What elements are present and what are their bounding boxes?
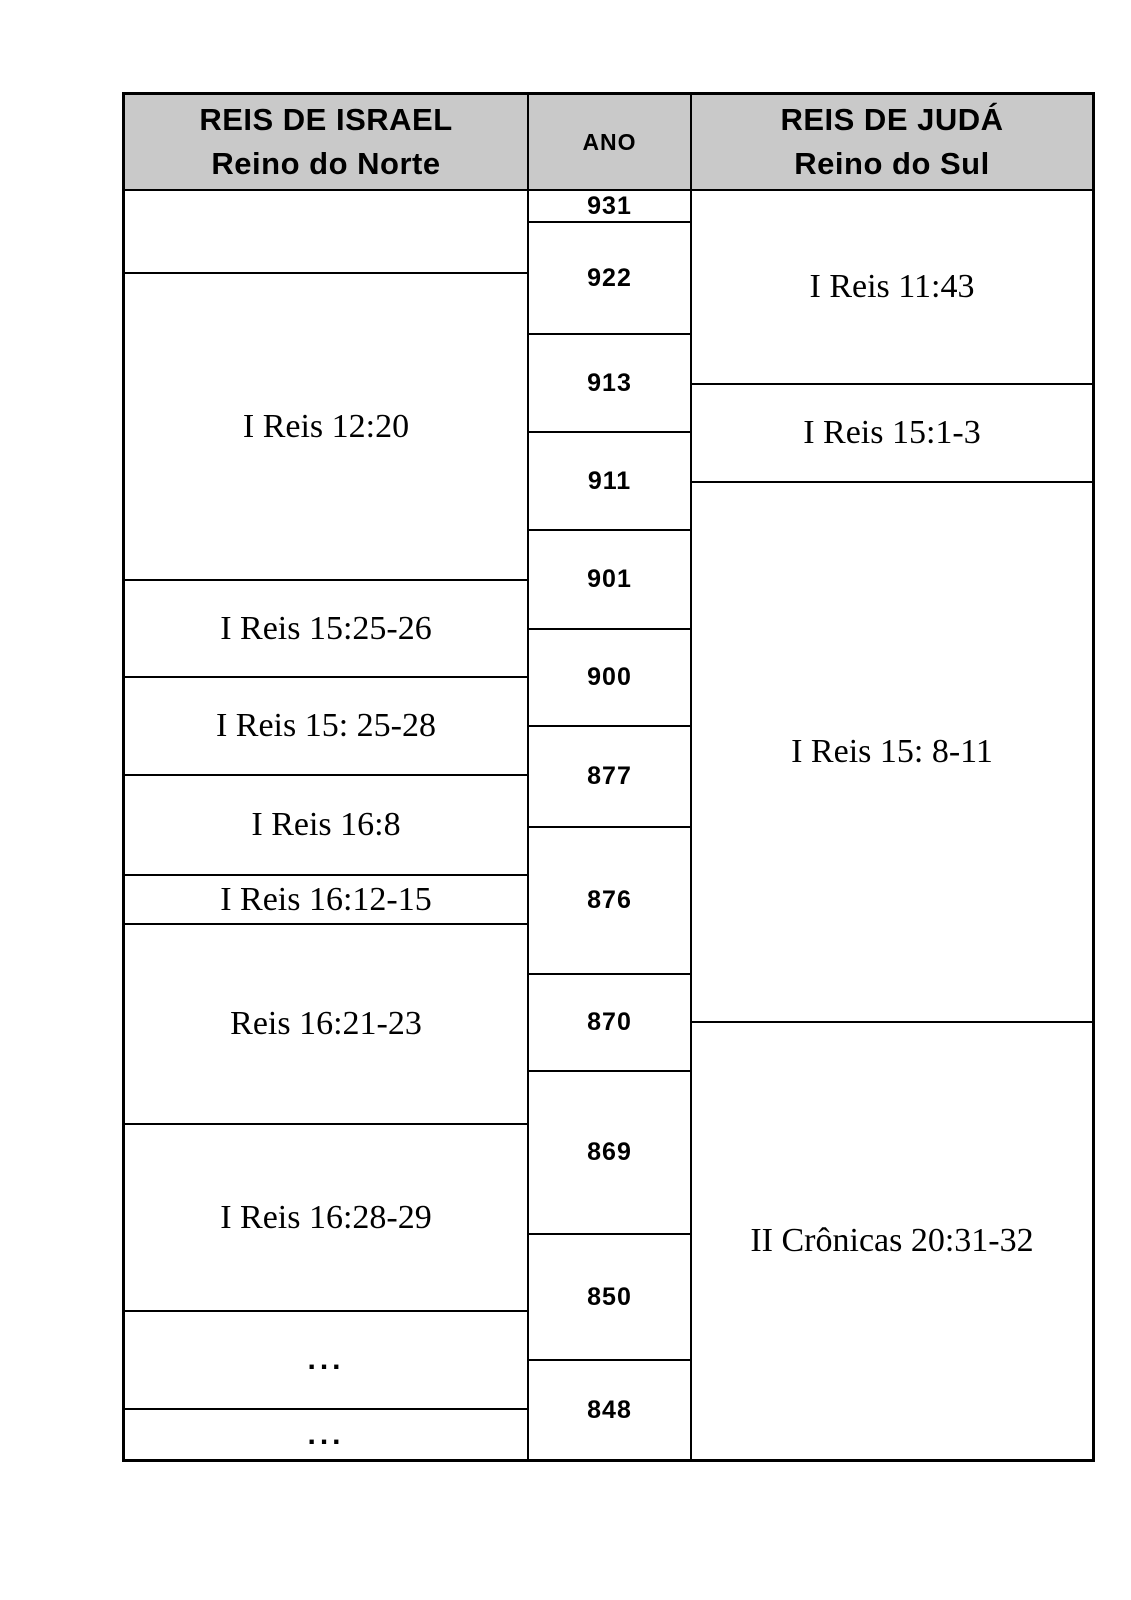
year-cell: 913 [529, 335, 690, 433]
juda-ref-cell: II Crônicas 20:31-32 [750, 1222, 1034, 1259]
israel-ref-cell: I Reis 16:8 [125, 776, 527, 876]
year-cell: 870 [529, 975, 690, 1072]
year-cell: 876 [529, 828, 690, 975]
kings-chronology-table: REIS DE ISRAEL Reino do Norte I Reis 12:… [122, 92, 1095, 1462]
israel-ref-cell: I Reis 16:12-15 [125, 876, 527, 925]
israel-header-title: REIS DE ISRAEL [199, 101, 453, 137]
year-cell: 931 [529, 191, 690, 223]
year-cell: 900 [529, 630, 690, 727]
israel-ref-cell: I Reis 15:25-26 [125, 581, 527, 678]
column-reis-de-juda: REIS DE JUDÁ Reino do Sul I Reis 11:43 I… [692, 95, 1092, 1459]
israel-ref-cell: Reis 16:21-23 [125, 925, 527, 1125]
israel-ellipsis-cell: ... [125, 1312, 527, 1410]
year-cell: 911 [529, 433, 690, 531]
juda-header-title: REIS DE JUDÁ [780, 101, 1004, 137]
ano-header-title: ANO [582, 128, 637, 155]
column-ano: ANO 931 922 913 911 901 900 877 876 870 … [527, 95, 692, 1459]
juda-ref-cell: I Reis 15: 8-11 [692, 483, 1092, 1023]
column-reis-de-israel: REIS DE ISRAEL Reino do Norte I Reis 12:… [125, 95, 527, 1459]
israel-ref-cell-empty [125, 191, 527, 274]
israel-ref-cell: I Reis 16:28-29 [125, 1125, 527, 1312]
israel-header-subtitle: Reino do Norte [211, 146, 441, 181]
ano-header: ANO [529, 95, 690, 191]
juda-header-subtitle: Reino do Sul [794, 146, 990, 181]
year-cell: 922 [529, 223, 690, 335]
israel-ref-cell: I Reis 15: 25-28 [125, 678, 527, 776]
year-cell: 848 [587, 1395, 632, 1424]
israel-header: REIS DE ISRAEL Reino do Norte [125, 95, 527, 191]
juda-header: REIS DE JUDÁ Reino do Sul [692, 95, 1092, 191]
israel-ref-cell: I Reis 12:20 [125, 274, 527, 581]
year-cell: 877 [529, 727, 690, 828]
juda-ref-cell: I Reis 15:1-3 [692, 385, 1092, 483]
year-cell: 901 [529, 531, 690, 630]
juda-ref-cell: I Reis 11:43 [692, 191, 1092, 385]
year-cell: 850 [529, 1235, 690, 1361]
year-cell: 869 [529, 1072, 690, 1235]
israel-ellipsis-cell: ... [307, 1417, 345, 1451]
